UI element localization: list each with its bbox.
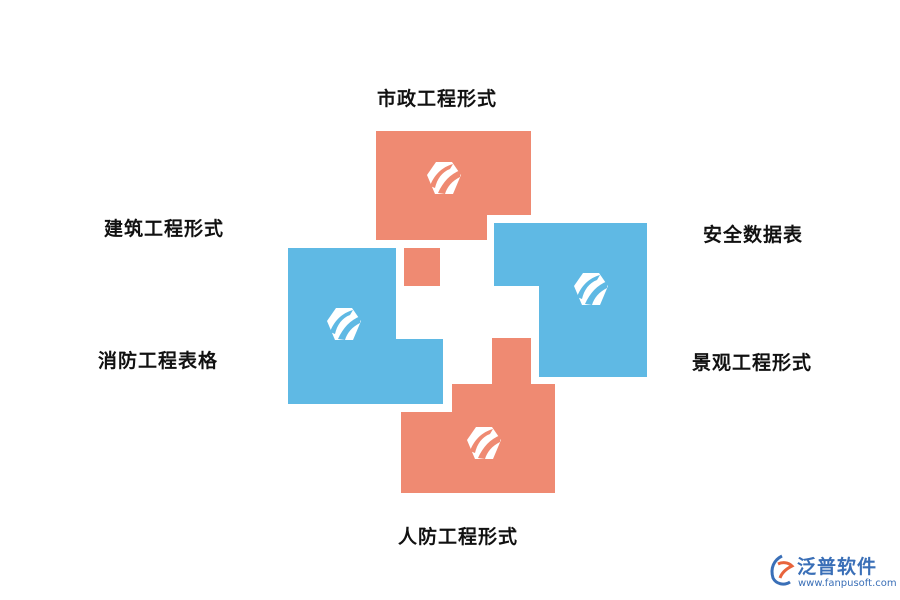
- bottom-tile: [401, 338, 555, 493]
- label-top: 市政工程形式: [377, 88, 498, 110]
- left-tile: [288, 248, 443, 404]
- fanpu-logo-icon: [768, 554, 796, 592]
- label-right-lower: 景观工程形式: [692, 352, 813, 374]
- hexagon-leaf-icon: [574, 273, 608, 305]
- hexagon-leaf-icon: [427, 162, 461, 194]
- hexagon-leaf-icon: [467, 427, 501, 459]
- brand-watermark: 泛普软件 www.fanpusoft.com: [768, 552, 897, 596]
- label-left-upper: 建筑工程形式: [104, 218, 225, 240]
- top-connector: [404, 248, 440, 286]
- label-right-upper: 安全数据表: [703, 224, 804, 246]
- label-left-lower: 消防工程表格: [98, 350, 219, 372]
- brand-url: www.fanpusoft.com: [798, 578, 897, 589]
- hexagon-leaf-icon: [327, 308, 361, 340]
- brand-name: 泛普软件: [797, 556, 878, 578]
- right-tile: [494, 223, 647, 377]
- label-bottom: 人防工程形式: [398, 526, 519, 548]
- top-tile: [376, 131, 531, 240]
